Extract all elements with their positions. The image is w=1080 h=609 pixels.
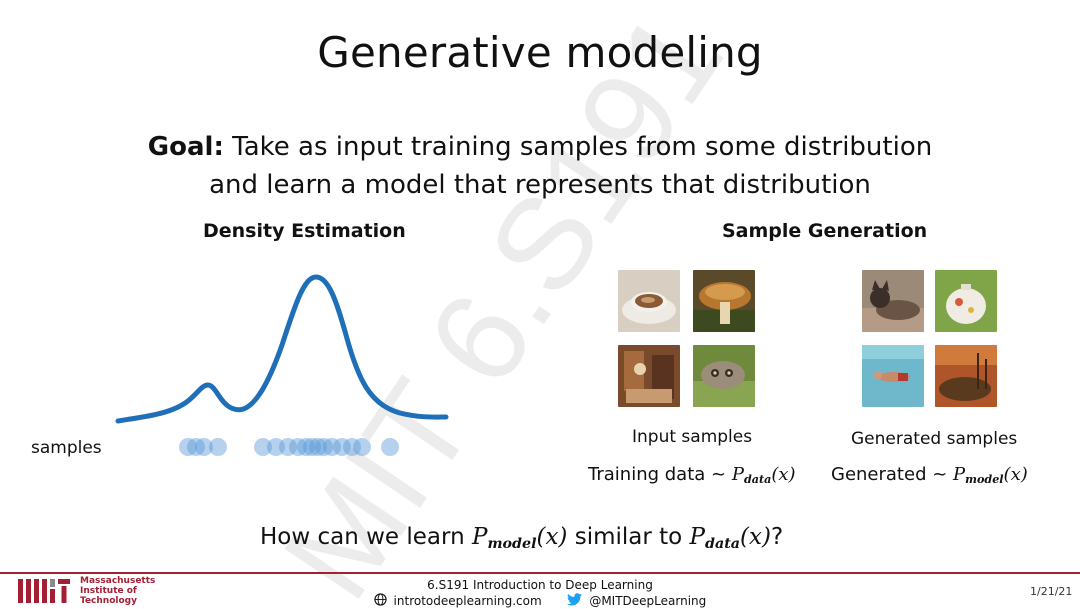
sample-dot [267,438,285,456]
math-subscript: data [705,536,741,553]
equation-prefix: Generated ~ [831,464,954,485]
sample-dot [254,438,272,456]
sample-generation-heading: Sample Generation [722,220,928,242]
institute-line: Institute of [80,586,137,596]
sample-dot [323,438,341,456]
generated-samples-caption: Generated samples [851,429,1018,449]
twitter-handle[interactable]: @MITDeepLearning [589,594,707,608]
input-samples-caption: Input samples [632,427,753,447]
sample-dot [297,438,315,456]
goal-line-1: Take as input training samples from some… [232,132,933,162]
math-argument: (x) [771,464,796,485]
math-symbol-p: P [731,464,744,485]
training-data-equation: Training data ~ Pdata(x) [588,464,796,487]
math-argument: (x) [1003,464,1028,485]
room-interior-image [618,345,680,407]
sample-dot [303,438,321,456]
sample-dot [195,438,213,456]
question-text: similar to [567,524,690,550]
slide-title: Generative modeling [317,28,763,77]
question-text: How can we learn [260,524,472,550]
math-argument: (x) [536,524,568,550]
sample-dots [179,438,399,456]
landscape-image [935,345,997,407]
sample-dot [315,438,333,456]
butterfly-image [693,345,755,407]
density-estimation-heading: Density Estimation [203,220,406,242]
institute-name: Massachusetts Institute of Technology [80,576,155,606]
sample-dot [381,438,399,456]
institute-line: Massachusetts [80,576,156,586]
mushroom-image [693,270,755,332]
sample-dot [187,438,205,456]
samples-label: samples [31,438,102,458]
mit-logo [18,579,70,603]
institute-line: Technology [80,596,137,606]
sample-dot [279,438,297,456]
footer-divider [0,572,1080,574]
math-argument: (x) [740,524,771,550]
math-symbol-p: P [689,524,706,550]
coffee-cup-image [618,270,680,332]
slide-date: 1/21/21 [1030,585,1073,598]
footer-links: introtodeeplearning.com @MITDeepLearning [0,593,1080,609]
twitter-icon [567,593,583,609]
teapot-image [935,270,997,332]
density-curve-figure [115,274,449,456]
website-link[interactable]: introtodeeplearning.com [393,594,542,608]
math-subscript: model [487,536,537,553]
course-title: 6.S191 Introduction to Deep Learning [427,578,653,592]
sample-dot [289,438,307,456]
sample-dot [343,438,361,456]
cat-image [862,270,924,332]
globe-icon [374,593,387,609]
math-subscript: model [965,473,1004,487]
equation-prefix: Training data ~ [588,464,732,485]
question-text: ? [770,524,784,550]
goal-statement: Goal: Take as input training samples fro… [0,128,1080,204]
generated-equation: Generated ~ Pmodel(x) [831,464,1028,487]
bottom-question: How can we learn Pmodel(x) similar to Pd… [260,524,784,553]
goal-label: Goal: [147,132,224,162]
sample-dot [309,438,327,456]
sample-dot [179,438,197,456]
sample-dot [353,438,371,456]
sample-dot [333,438,351,456]
math-subscript: data [743,473,772,487]
sample-dot [209,438,227,456]
math-symbol-p: P [953,464,966,485]
math-symbol-p: P [471,524,488,550]
density-curve [115,274,449,424]
goal-line-2: and learn a model that represents that d… [209,170,871,200]
swimmer-image [862,345,924,407]
